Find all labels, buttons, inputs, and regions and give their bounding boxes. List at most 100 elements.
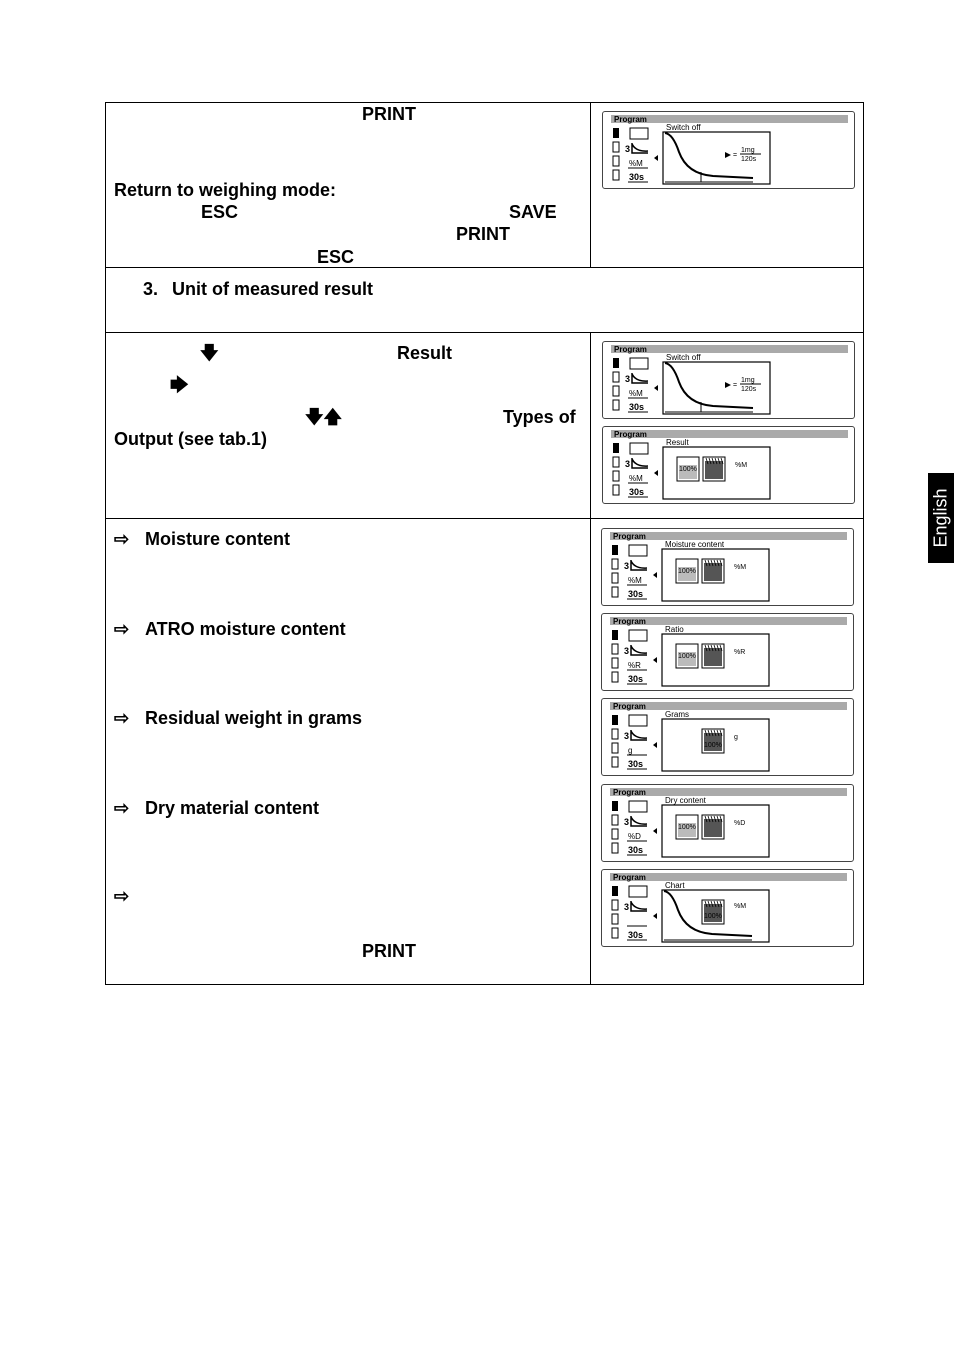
beaker-hatch (713, 559, 717, 567)
unit-tag: %R (734, 649, 745, 656)
weight-icon (611, 558, 619, 570)
beaker-hatch (711, 457, 715, 465)
curve-icon (631, 373, 649, 384)
table-border-right (863, 102, 864, 985)
mode-box-icon (628, 714, 648, 727)
beaker-fill (704, 819, 722, 837)
unit-icon (611, 828, 619, 840)
language-tab: English (928, 473, 954, 563)
percent-label: 100% (678, 653, 696, 660)
beaker-fill (705, 461, 723, 479)
beaker-hatch (704, 644, 708, 652)
header-bar (611, 430, 848, 438)
unit-icon (611, 572, 619, 584)
unit-icon (611, 913, 619, 925)
program-label: Program (613, 617, 646, 626)
save-key-label: SAVE (509, 202, 557, 222)
percent-label: 100% (704, 742, 722, 749)
display-box (661, 718, 770, 772)
beaker-fill (678, 823, 696, 837)
clock-icon (611, 671, 619, 683)
beaker-fill (704, 648, 722, 666)
header-bar (610, 702, 847, 710)
section-heading: Unit of measured result (172, 279, 374, 299)
step-number: 3 (624, 817, 629, 827)
step-number: 3 (624, 646, 629, 656)
equals-sign: = (733, 382, 737, 389)
header-bar (610, 617, 847, 625)
time-label: 30s (628, 589, 643, 599)
step-number: 3 (624, 561, 629, 571)
mode-box-icon (628, 885, 648, 898)
beaker-hatch (707, 900, 711, 908)
beaker-hatch (710, 559, 714, 567)
percent-label: 100% (678, 568, 696, 575)
print-key-label-3: PRINT (362, 941, 416, 961)
beaker-hatch (719, 900, 723, 908)
return-heading: Return to weighing mode: (114, 180, 336, 200)
down-arrow-icon: 🡇 (200, 343, 219, 363)
beaker-hatch (710, 729, 714, 737)
thermometer-icon (613, 128, 619, 138)
program-label: Program (613, 873, 646, 882)
time-label: 30s (628, 845, 643, 855)
mode-box-icon (628, 544, 648, 557)
weight-icon (611, 643, 619, 655)
selection-arrow-icon (653, 742, 657, 748)
selection-arrow-icon (654, 385, 658, 391)
weight-icon (612, 141, 620, 153)
beaker-hatch (704, 729, 708, 737)
threshold-arrow-icon (725, 152, 731, 158)
row-divider-3 (105, 518, 864, 519)
beaker-fill (678, 567, 696, 581)
beaker-hatch (716, 559, 720, 567)
row-divider-2 (105, 332, 864, 333)
display-box (662, 446, 771, 500)
selection-arrow-icon (654, 470, 658, 476)
unit-tag: %D (734, 820, 745, 827)
esc-key-label: ESC (201, 202, 239, 222)
option-moisture-content: Moisture content (145, 529, 291, 549)
mode-box-icon (628, 629, 648, 642)
bullet-arrow-icon: ⇨ (114, 798, 130, 818)
percent-label: 100% (678, 824, 696, 831)
mode-box-icon (629, 357, 649, 370)
header-bar (611, 115, 848, 123)
thermometer-icon (612, 630, 618, 640)
unit-label: %M (629, 474, 643, 483)
beaker-hatch (708, 457, 712, 465)
screen-subtitle: Switch off (666, 123, 701, 132)
beaker-hatch (707, 729, 711, 737)
weight-icon (611, 814, 619, 826)
option-atro-moisture: ATRO moisture content (145, 619, 346, 639)
beaker-hatch (716, 815, 720, 823)
thermometer-icon (612, 545, 618, 555)
threshold-weight: 1mg (741, 377, 755, 384)
screen-subtitle: Switch off (666, 353, 701, 362)
percent-label: 100% (679, 466, 697, 473)
language-tab-label: English (930, 488, 951, 548)
beaker-hatch (705, 457, 709, 465)
time-label: 30s (628, 930, 643, 940)
screen-subtitle: Result (666, 438, 689, 447)
beaker-hatch (716, 729, 720, 737)
beaker-hatch (707, 559, 711, 567)
curve-icon (630, 730, 648, 741)
screen-subtitle: Chart (665, 881, 685, 890)
selection-arrow-icon (653, 657, 657, 663)
beaker-hatch (714, 457, 718, 465)
program-label: Program (614, 345, 647, 354)
clock-icon (611, 586, 619, 598)
time-label: 30s (629, 402, 644, 412)
thermometer-icon (612, 801, 618, 811)
program-label: Program (614, 115, 647, 124)
weight-icon (611, 899, 619, 911)
unit-tag: g (734, 734, 738, 741)
curve-icon (630, 816, 648, 827)
beaker-hatch (719, 559, 723, 567)
